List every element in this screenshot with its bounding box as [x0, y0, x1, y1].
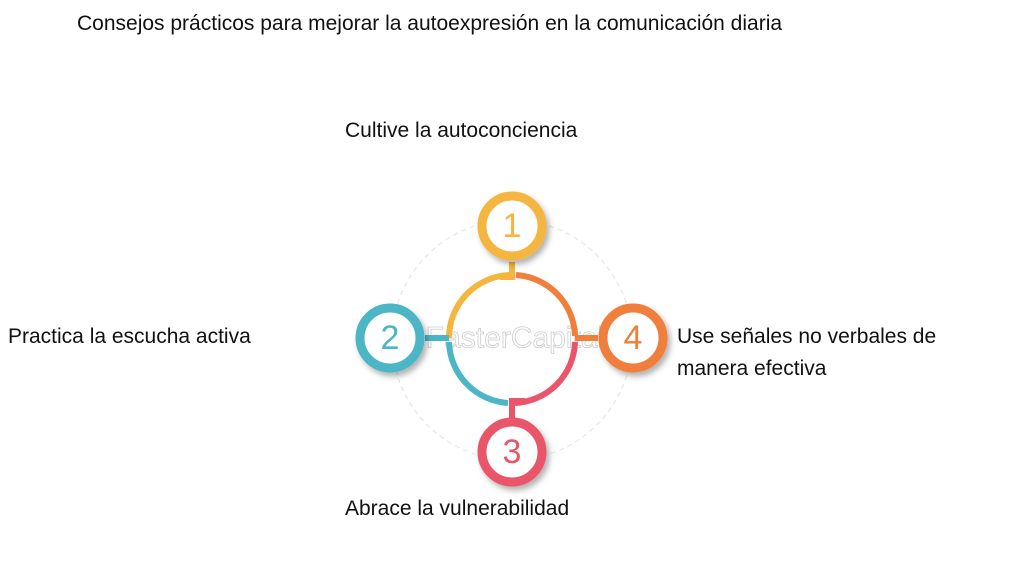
- step-1-number: 1: [503, 207, 522, 245]
- ring-arc-3: [513, 341, 578, 406]
- step-4-number: 4: [624, 319, 643, 357]
- connector-3: [509, 398, 525, 418]
- page-title: Consejos prácticos para mejorar la autoe…: [77, 12, 783, 35]
- ring-arc-1: [446, 272, 511, 339]
- connector-1: [500, 262, 515, 280]
- ring-arc-4: [515, 272, 578, 337]
- ring-arc-2: [446, 341, 509, 406]
- step-4-node: 4: [598, 303, 668, 373]
- step-3-number: 3: [503, 433, 522, 471]
- step-3-label: Abrace la vulnerabilidad: [345, 497, 570, 520]
- step-4-label: Use señales no verbales de manera efecti…: [677, 325, 937, 380]
- step-2-number: 2: [381, 319, 400, 357]
- step-1-label: Cultive la autoconciencia: [345, 119, 578, 142]
- step-2-node: 2: [355, 303, 425, 373]
- step-3-node: 3: [477, 417, 547, 487]
- step-1-node: 1: [477, 191, 547, 261]
- step-2-label: Practica la escucha activa: [8, 325, 251, 348]
